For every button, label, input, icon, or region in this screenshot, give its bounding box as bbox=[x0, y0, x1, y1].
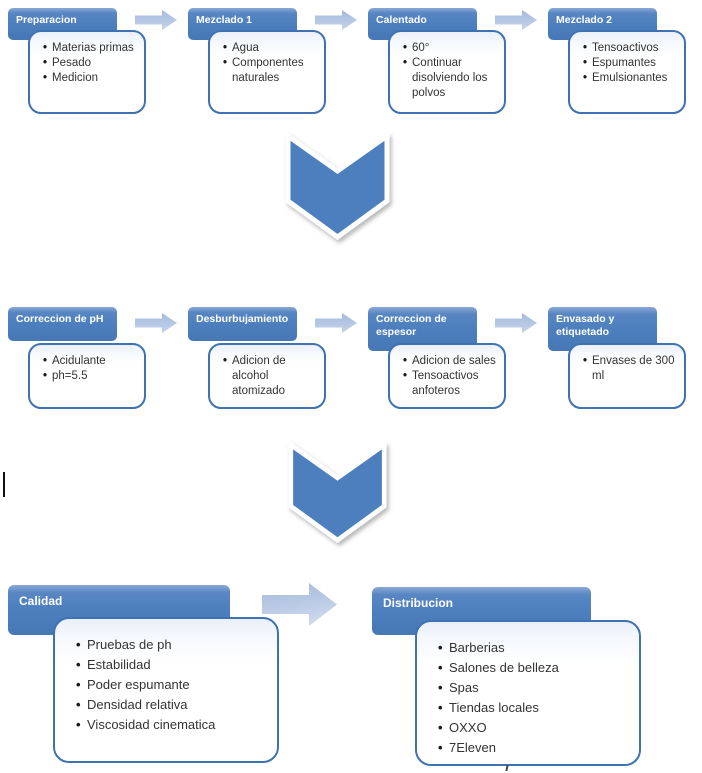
bullet-item: Agua bbox=[223, 41, 320, 56]
bullet-item: OXXO bbox=[438, 718, 633, 738]
bullet-item: Densidad relativa bbox=[76, 695, 271, 715]
step-title: Envasado y etiquetado bbox=[556, 313, 615, 338]
bullet-item: Continuar disolviendo los polvos bbox=[403, 56, 500, 101]
step-body-envasado-y-etiquetado[interactable]: Envases de 300 ml bbox=[568, 343, 686, 409]
chevron-down-icon[interactable] bbox=[285, 133, 390, 240]
bullet-item: Componentes naturales bbox=[223, 56, 320, 86]
bullet-item: Salones de belleza bbox=[438, 658, 633, 678]
flow-arrow-right-icon[interactable] bbox=[495, 9, 538, 31]
step-title: Distribucion bbox=[383, 596, 454, 610]
bullet-item: Estabilidad bbox=[76, 655, 271, 675]
bullet-item: Barberias bbox=[438, 638, 633, 658]
step-title: Mezclado 2 bbox=[556, 14, 613, 26]
bullet-item: Tensoactivos bbox=[583, 41, 680, 56]
step-header-desburbujamiento[interactable]: Desburbujamiento bbox=[188, 307, 297, 341]
bullet-item: 7Eleven bbox=[438, 738, 633, 758]
text-cursor bbox=[3, 472, 5, 497]
bullet-item: Medicion bbox=[43, 71, 140, 86]
step-title: Preparacion bbox=[16, 14, 77, 26]
step-body-desburbujamiento[interactable]: Adicion de alcohol atomizado bbox=[208, 343, 326, 409]
flow-arrow-right-icon[interactable] bbox=[262, 581, 338, 628]
step-title: Correccion de pH bbox=[16, 313, 104, 325]
bullet-item: Envases de 300 ml bbox=[583, 354, 680, 384]
step-body-calidad[interactable]: Pruebas de ph Estabilidad Poder espumant… bbox=[53, 617, 279, 763]
chevron-down-icon[interactable] bbox=[285, 442, 390, 543]
step-body-calentado[interactable]: 60° Continuar disolviendo los polvos bbox=[388, 30, 506, 114]
flow-arrow-right-icon[interactable] bbox=[135, 9, 178, 31]
bullet-item: Tensoactivos anfoteros bbox=[403, 369, 500, 399]
bullet-item: Adicion de alcohol atomizado bbox=[223, 354, 320, 399]
step-title: Calentado bbox=[376, 14, 427, 26]
flow-arrow-right-icon[interactable] bbox=[315, 312, 358, 334]
bullet-item: Materias primas bbox=[43, 41, 140, 56]
step-body-distribucion[interactable]: Barberias Salones de belleza Spas Tienda… bbox=[415, 620, 641, 766]
bullet-item: Pruebas de ph bbox=[76, 635, 271, 655]
bullet-item: ph=5.5 bbox=[43, 369, 140, 384]
bullet-item: Emulsionantes bbox=[583, 71, 680, 86]
bullet-item: 60° bbox=[403, 41, 500, 56]
step-header-correccion-de-ph[interactable]: Correccion de pH bbox=[8, 307, 117, 341]
stray-mark bbox=[505, 764, 509, 772]
step-title: Calidad bbox=[19, 594, 63, 608]
flow-arrow-right-icon[interactable] bbox=[135, 312, 178, 334]
step-body-mezclado-1[interactable]: Agua Componentes naturales bbox=[208, 30, 326, 114]
step-title: Correccion de espesor bbox=[376, 313, 447, 338]
bullet-item: Tiendas locales bbox=[438, 698, 633, 718]
bullet-item: Spas bbox=[438, 678, 633, 698]
step-body-correccion-de-ph[interactable]: Acidulante ph=5.5 bbox=[28, 343, 146, 409]
bullet-item: Viscosidad cinematica bbox=[76, 715, 271, 735]
step-title: Mezclado 1 bbox=[196, 14, 253, 26]
bullet-item: Acidulante bbox=[43, 354, 140, 369]
bullet-item: Espumantes bbox=[583, 56, 680, 71]
step-body-preparacion[interactable]: Materias primas Pesado Medicion bbox=[28, 30, 146, 114]
flow-arrow-right-icon[interactable] bbox=[315, 9, 358, 31]
step-body-mezclado-2[interactable]: Tensoactivos Espumantes Emulsionantes bbox=[568, 30, 686, 114]
bullet-item: Poder espumante bbox=[76, 675, 271, 695]
bullet-item: Pesado bbox=[43, 56, 140, 71]
flow-arrow-right-icon[interactable] bbox=[495, 312, 538, 334]
bullet-item: Adicion de sales bbox=[403, 354, 500, 369]
step-body-correccion-de-espesor[interactable]: Adicion de sales Tensoactivos anfoteros bbox=[388, 343, 506, 409]
step-title: Desburbujamiento bbox=[196, 313, 289, 325]
